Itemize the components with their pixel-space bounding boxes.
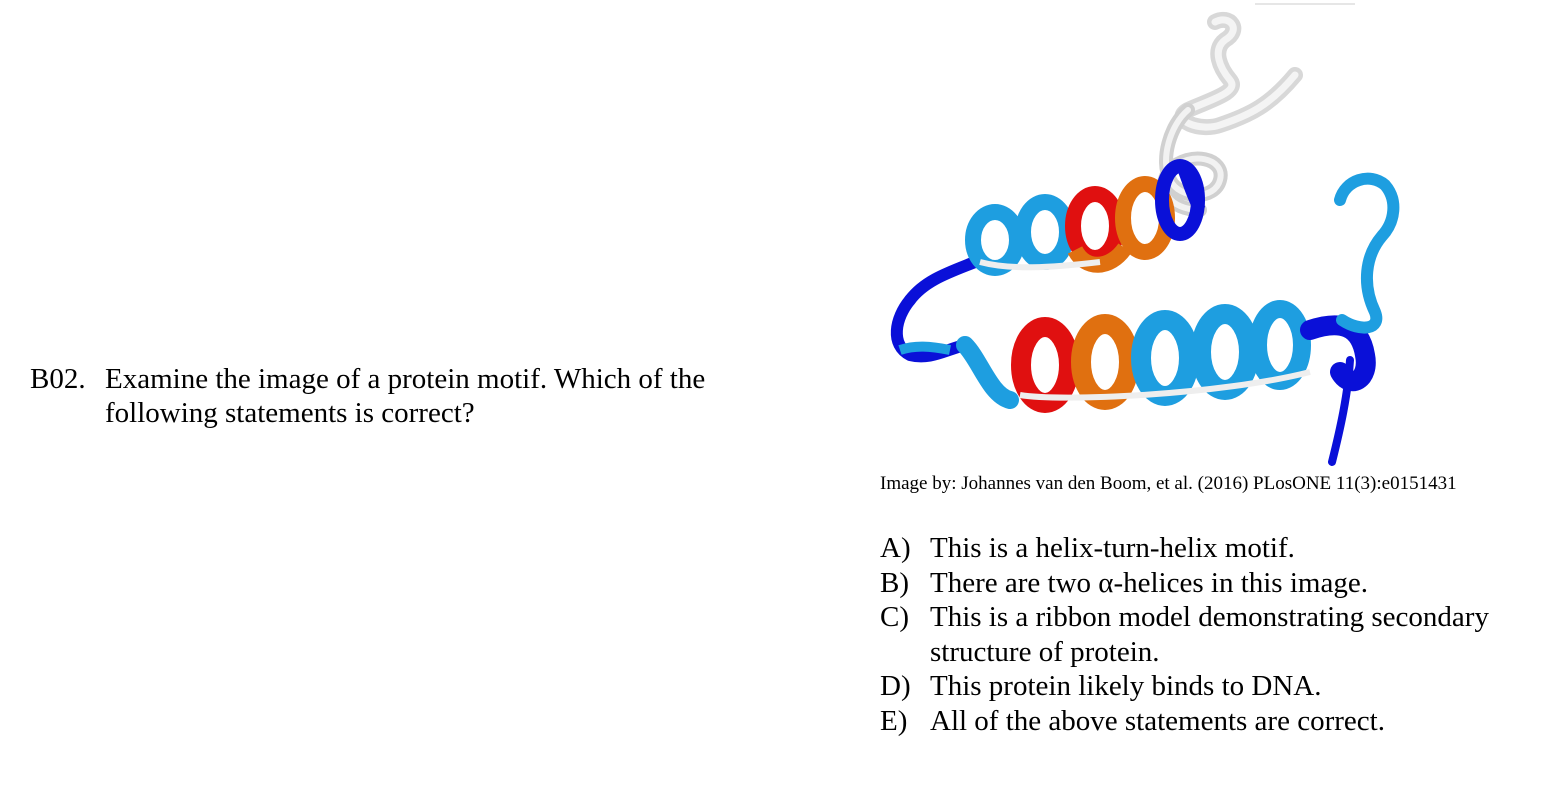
option-letter: E) bbox=[880, 704, 908, 737]
option-letter: B) bbox=[880, 566, 909, 599]
option-b: B) There are two α-helices in this image… bbox=[880, 566, 1540, 601]
answer-options: A) This is a helix-turn-helix motif. B) … bbox=[880, 531, 1540, 738]
option-text: This is a ribbon model demonstrating sec… bbox=[930, 601, 1489, 668]
question-number: B02. bbox=[30, 363, 86, 395]
option-c: C) This is a ribbon model demonstrating … bbox=[880, 600, 1540, 669]
question-text-line-2: following statements is correct? bbox=[105, 397, 475, 429]
protein-ribbon-image bbox=[870, 0, 1470, 470]
loop-right bbox=[1334, 172, 1400, 334]
protein-ribbon-svg bbox=[890, 3, 1400, 466]
option-d: D) This protein likely binds to DNA. bbox=[880, 669, 1540, 704]
helix-upper bbox=[904, 159, 1206, 306]
option-letter: D) bbox=[880, 670, 911, 702]
coil-segment-top bbox=[1174, 12, 1303, 136]
option-letter: A) bbox=[880, 532, 911, 564]
loop-left-light bbox=[898, 341, 951, 355]
question-line-1: B02. Examine the image of a protein moti… bbox=[30, 362, 790, 396]
coil-highlight-top bbox=[1178, 16, 1299, 131]
question-text-line-1: Examine the image of a protein motif. Wh… bbox=[105, 363, 706, 395]
option-text: All of the above statements are correct. bbox=[930, 704, 1385, 737]
option-letter: C) bbox=[880, 601, 909, 633]
option-e: E) All of the above statements are corre… bbox=[880, 704, 1540, 739]
option-a: A) This is a helix-turn-helix motif. bbox=[880, 531, 1540, 566]
option-text: There are two α-helices in this image. bbox=[930, 566, 1368, 599]
option-text: This is a helix-turn-helix motif. bbox=[930, 532, 1295, 564]
helix-lower bbox=[956, 300, 1376, 466]
image-credit: Image by: Johannes van den Boom, et al. … bbox=[880, 473, 1457, 494]
question: B02. Examine the image of a protein moti… bbox=[30, 362, 790, 430]
option-text: This protein likely binds to DNA. bbox=[930, 670, 1322, 702]
